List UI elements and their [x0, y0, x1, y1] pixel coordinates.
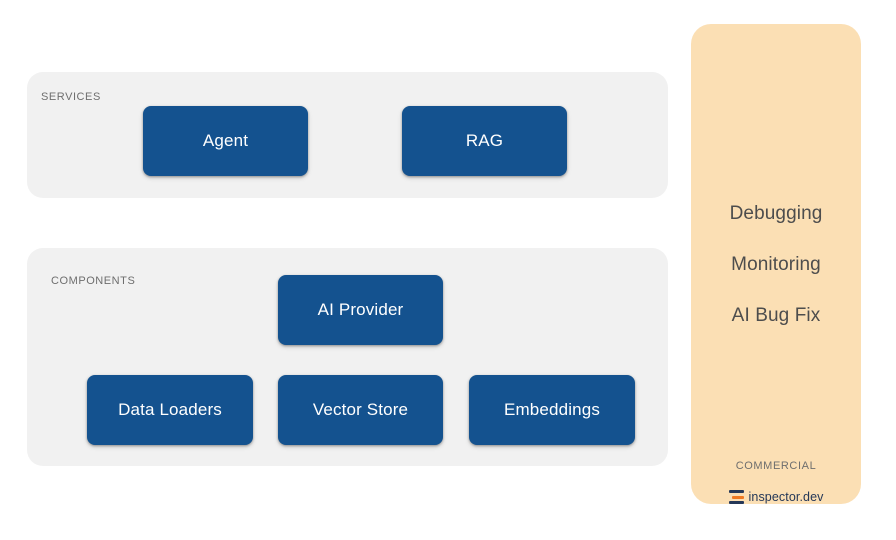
brand-name: inspector.dev — [748, 490, 824, 504]
commercial-section-label: COMMERCIAL — [735, 460, 817, 472]
components-group-label: COMPONENTS — [51, 275, 136, 287]
inspector-logo-icon — [728, 490, 744, 504]
services-group-panel — [27, 72, 668, 198]
node-ai-provider[interactable]: AI Provider — [278, 275, 443, 345]
node-vector-store[interactable]: Vector Store — [278, 375, 443, 445]
sidebar-feature-debugging[interactable]: Debugging — [729, 203, 823, 224]
node-embeddings[interactable]: Embeddings — [469, 375, 635, 445]
node-rag[interactable]: RAG — [402, 106, 567, 176]
sidebar-feature-monitoring[interactable]: Monitoring — [731, 254, 821, 275]
node-data-loaders[interactable]: Data Loaders — [87, 375, 253, 445]
brand-row: inspector.dev — [691, 490, 861, 504]
services-group-label: SERVICES — [41, 91, 101, 103]
commercial-sidebar-panel: Debugging Monitoring AI Bug Fix COMMERCI… — [691, 24, 861, 504]
sidebar-feature-ai-bug-fix[interactable]: AI Bug Fix — [731, 305, 821, 326]
node-agent[interactable]: Agent — [143, 106, 308, 176]
